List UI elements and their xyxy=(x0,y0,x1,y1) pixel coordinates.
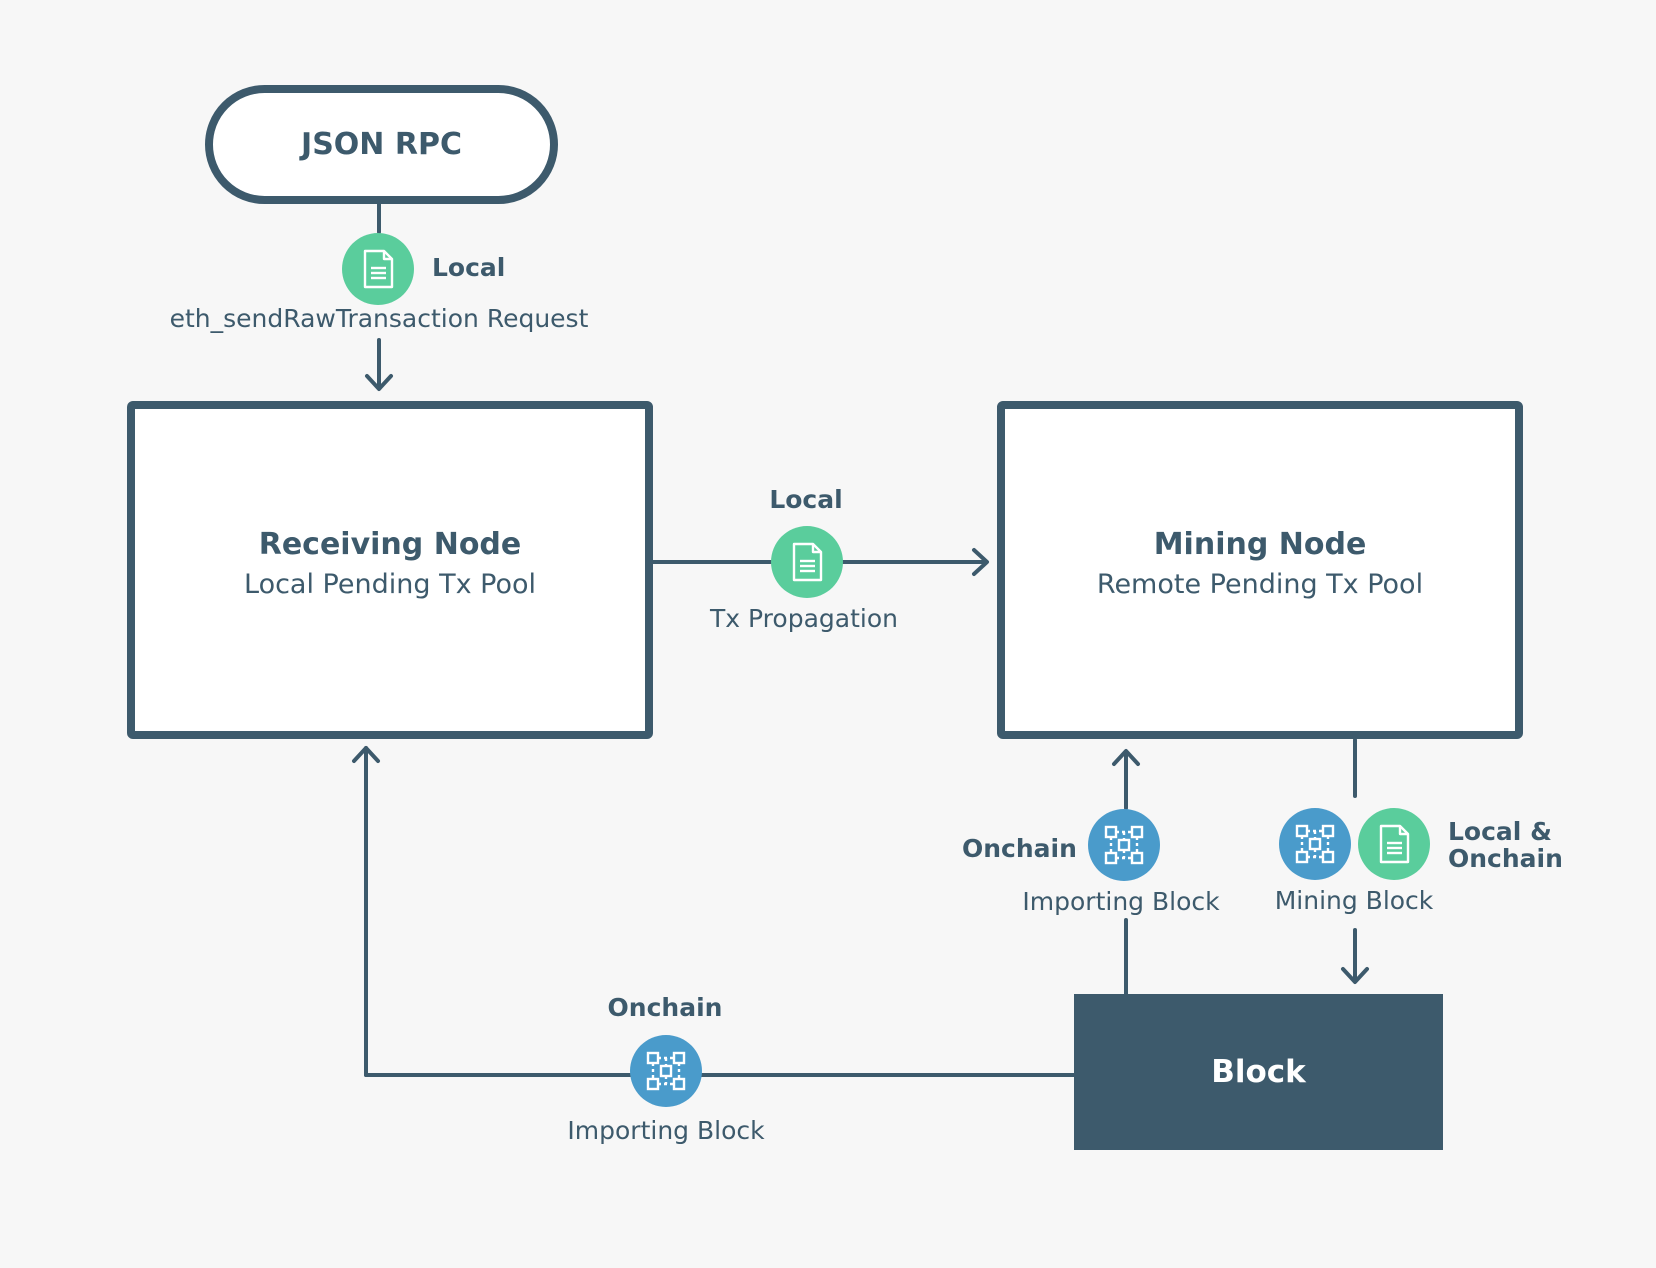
block-network-icon xyxy=(1088,809,1160,881)
mining-node[interactable]: Mining Node Remote Pending Tx Pool xyxy=(997,401,1523,739)
mining-block-arrowhead xyxy=(1341,967,1369,984)
mining-node-subtitle: Remote Pending Tx Pool xyxy=(1096,569,1424,600)
document-icon xyxy=(342,233,414,305)
tx-propagation-tag: Local xyxy=(769,485,843,514)
import-receiving-tag: Onchain xyxy=(607,993,723,1022)
import-receiving-caption: Importing Block xyxy=(567,1116,765,1145)
block-network-icon xyxy=(1279,808,1351,880)
document-icon xyxy=(1358,808,1430,880)
rpc-request-caption: eth_sendRawTransaction Request xyxy=(169,304,589,333)
document-icon xyxy=(771,526,843,598)
mining-block-tag: Local & Onchain xyxy=(1448,817,1563,873)
block-node[interactable]: Block xyxy=(1074,994,1443,1150)
rpc-request-tag: Local xyxy=(432,253,506,282)
import-receiving-arrowhead xyxy=(352,746,380,763)
tx-propagation-caption: Tx Propagation xyxy=(710,604,898,633)
import-mining-arrowhead xyxy=(1112,749,1140,766)
json-rpc-node[interactable]: JSON RPC xyxy=(205,85,558,204)
block-network-icon xyxy=(630,1035,702,1107)
mining-node-title: Mining Node xyxy=(1153,527,1367,562)
receiving-node-title: Receiving Node xyxy=(258,527,522,562)
receiving-node-subtitle: Local Pending Tx Pool xyxy=(244,569,536,600)
propagation-arrowhead xyxy=(972,548,989,576)
import-mining-caption: Importing Block xyxy=(1022,887,1220,916)
mining-block-caption: Mining Block xyxy=(1274,886,1434,915)
receiving-node[interactable]: Receiving Node Local Pending Tx Pool xyxy=(127,401,653,739)
rpc-arrowhead xyxy=(365,374,393,391)
import-mining-tag: Onchain xyxy=(962,834,1077,863)
